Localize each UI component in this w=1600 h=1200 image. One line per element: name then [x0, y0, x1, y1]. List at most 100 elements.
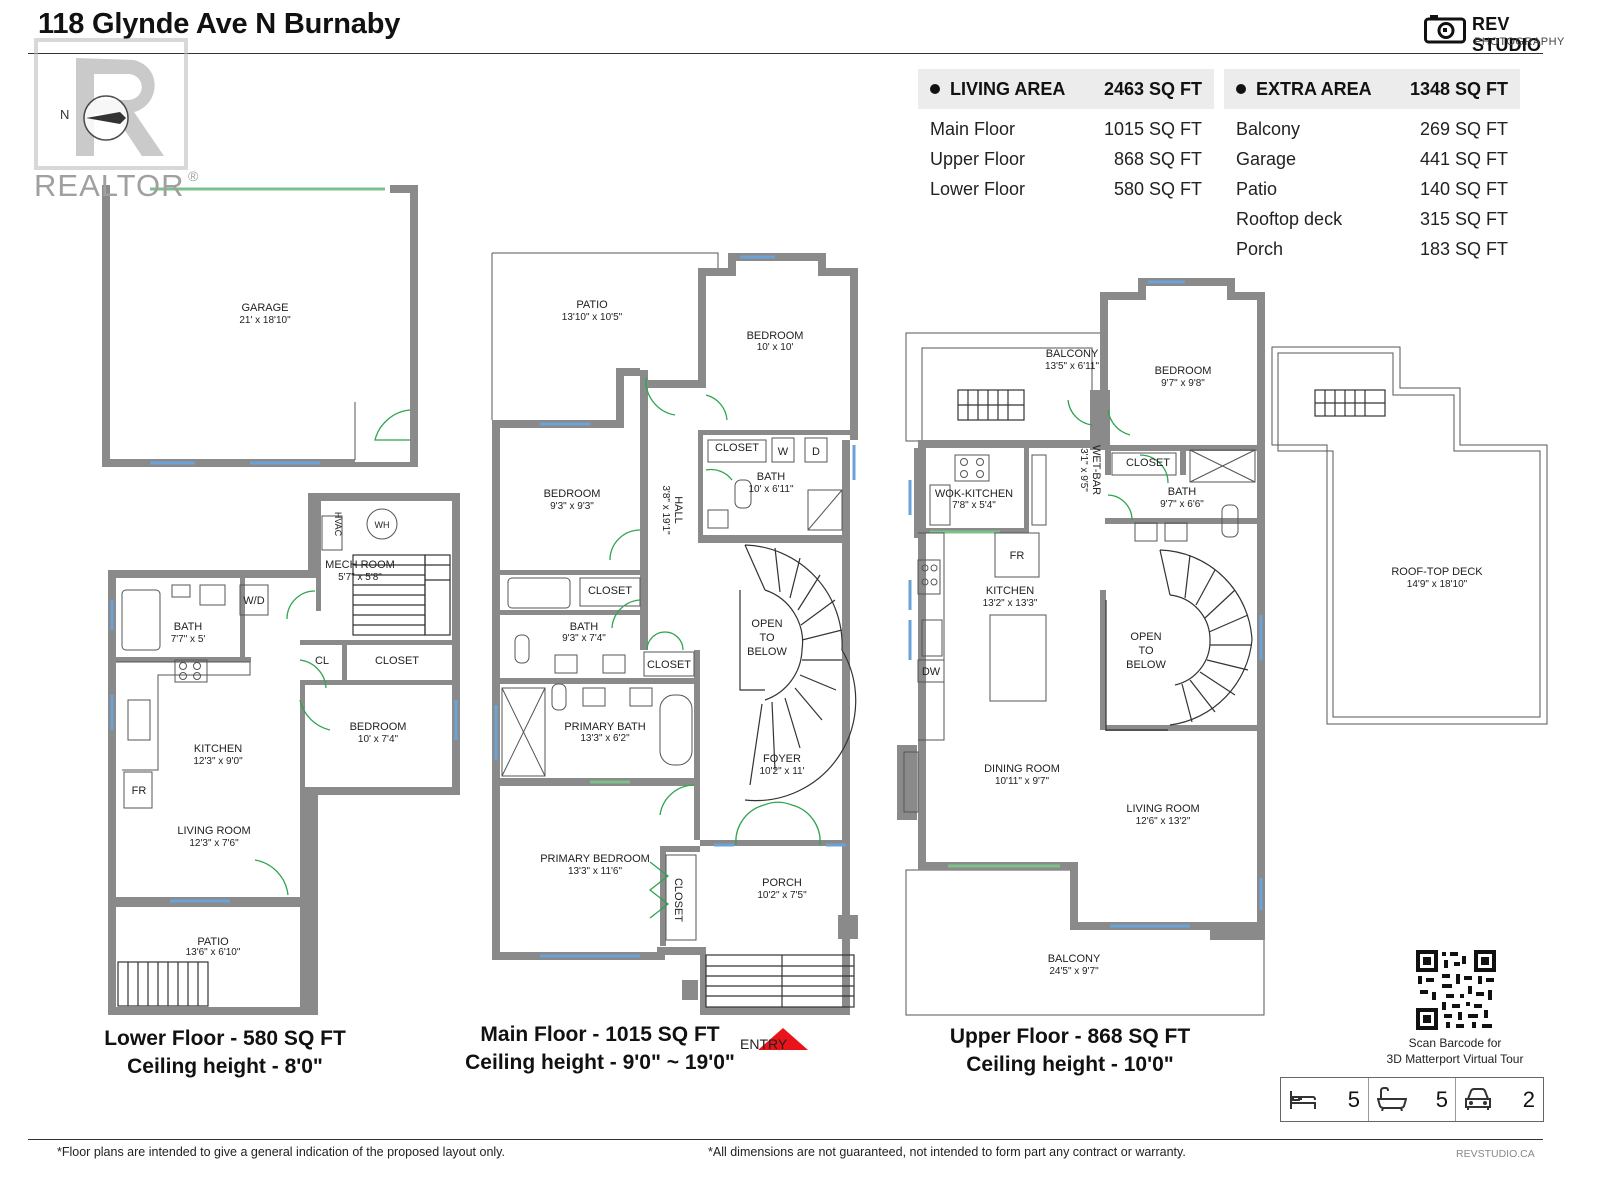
area-row-label: Porch: [1236, 239, 1284, 259]
studio-sub: PHOTOGRAPHY: [1474, 36, 1565, 48]
area-row-value: 140 SQ FT: [1419, 179, 1508, 199]
room-dims: 3'1" x 9'5": [1078, 448, 1089, 492]
room-dims: 10' x 6'11": [749, 484, 794, 495]
caption-line: Ceiling height - 9'0" ~ 19'0": [465, 1051, 735, 1074]
area-row: Rooftop deck 315 SQ FT: [1224, 203, 1520, 233]
area-row-value: 1015 SQ FT: [1103, 119, 1202, 139]
bathrooms-count: 5: [1435, 1087, 1448, 1112]
closet-label: CLOSET: [647, 659, 691, 671]
registered-icon: ®: [188, 168, 199, 184]
bathrooms-stat: 5: [1368, 1078, 1456, 1121]
footer-url[interactable]: REVSTUDIO.CA: [1456, 1148, 1535, 1160]
equipment-label: HVAC: [333, 512, 343, 537]
equipment-label: W/D: [243, 595, 264, 607]
room-dims: 13'10" x 10'5": [562, 312, 623, 323]
bed-icon: [1290, 1091, 1316, 1109]
room-name: LIVING ROOM: [1126, 803, 1199, 815]
extra-area-total: 1348 SQ FT: [1409, 79, 1508, 99]
room-name: PORCH: [762, 877, 802, 889]
room-name: GARAGE: [241, 302, 288, 314]
bullet-icon: [1236, 84, 1246, 94]
room-dims: 24'5" x 9'7": [1049, 966, 1099, 977]
area-row-label: Main Floor: [930, 119, 1016, 139]
stair-label: BELOW: [747, 646, 787, 658]
room-name: KITCHEN: [194, 743, 242, 755]
studio-logo: REV STUDIO PHOTOGRAPHY: [1424, 8, 1574, 55]
room-dims: 9'7" x 6'6": [1160, 499, 1204, 510]
room-dims: 7'7" x 5': [171, 634, 206, 645]
upper-floor-caption: Upper Floor - 868 SQ FT Ceiling height -…: [915, 1023, 1225, 1079]
room-name: BEDROOM: [747, 330, 804, 342]
caption-line: Lower Floor - 580 SQ FT: [104, 1027, 346, 1050]
area-row-label: Rooftop deck: [1236, 209, 1343, 229]
entry-label: ENTRY: [740, 1036, 788, 1052]
area-row: Patio 140 SQ FT: [1224, 173, 1520, 203]
stair-label: TO: [759, 632, 775, 644]
caption-line: Ceiling height - 8'0": [127, 1055, 323, 1078]
equipment-label: WH: [375, 520, 390, 530]
realtor-logo-icon: [34, 38, 188, 170]
entry-arrow-icon: [758, 1028, 808, 1050]
header-divider: [28, 53, 1543, 54]
area-row: Porch 183 SQ FT: [1224, 233, 1520, 263]
compass-letter: N: [60, 107, 70, 122]
room-name: LIVING ROOM: [177, 825, 250, 837]
main-floor-caption: Main Floor - 1015 SQ FT Ceiling height -…: [440, 1021, 760, 1077]
area-row-label: Patio: [1236, 179, 1278, 199]
room-name: BATH: [1168, 486, 1197, 498]
room-dims: 13'6" x 6'10": [186, 947, 241, 958]
area-row: Balcony 269 SQ FT: [1224, 113, 1520, 143]
parking-count: 2: [1522, 1087, 1535, 1112]
stair-label: BELOW: [1126, 659, 1166, 671]
area-row: Main Floor 1015 SQ FT: [918, 113, 1214, 143]
caption-line: Ceiling height - 10'0": [966, 1053, 1174, 1076]
roof-deck-plan: ROOF-TOP DECK 14'9" x 18'10": [1271, 346, 1548, 725]
room-name: DINING ROOM: [984, 763, 1060, 775]
qr-caption: Scan Barcode for 3D Matterport Virtual T…: [1370, 1035, 1540, 1067]
bedrooms-count: 5: [1347, 1087, 1360, 1112]
upper-floor-plan: BALCONY 13'5" x 6'11" BEDROOM 9'7" x 9'8…: [897, 278, 1265, 1016]
caption-line: Upper Floor - 868 SQ FT: [949, 1025, 1191, 1048]
area-row-label: Balcony: [1236, 119, 1301, 139]
room-dims: 5'7" x 5'8": [338, 572, 382, 583]
car-icon: [1465, 1088, 1491, 1110]
room-dims: 10'2" x 7'5": [757, 890, 807, 901]
room-dims: 21' x 18'10": [239, 315, 291, 326]
room-name: BALCONY: [1048, 953, 1101, 965]
main-floor-plan: PATIO 13'10" x 10'5" BEDROOM 10' x 10' C…: [491, 252, 858, 1050]
garage-plan: GARAGE 21' x 18'10": [102, 185, 418, 467]
room-name: PATIO: [197, 936, 229, 948]
equipment-label: DW: [922, 666, 941, 678]
equipment-label: FR: [132, 785, 147, 797]
realtor-watermark: N REALTOR ®: [34, 38, 204, 208]
room-name: WET-BAR: [1090, 445, 1102, 495]
realtor-wordmark: REALTOR: [34, 168, 185, 203]
room-name: BEDROOM: [544, 488, 601, 500]
caption-line: Main Floor - 1015 SQ FT: [480, 1023, 720, 1046]
room-dims: 13'5" x 6'11": [1045, 361, 1100, 372]
room-dims: 12'3" x 7'6": [189, 838, 239, 849]
area-row-label: Upper Floor: [930, 149, 1026, 169]
room-name: FOYER: [763, 753, 801, 765]
area-row-value: 269 SQ FT: [1419, 119, 1508, 139]
parking-stat: 2: [1455, 1078, 1543, 1121]
area-row-value: 441 SQ FT: [1419, 149, 1508, 169]
room-dims: 12'3" x 9'0": [193, 756, 243, 767]
living-area-total: 2463 SQ FT: [1103, 79, 1202, 99]
area-row-value: 315 SQ FT: [1419, 209, 1508, 229]
lower-floor-plan: HVAC WH MECH ROOM 5'7" x 5'8" W/D BATH 7…: [108, 493, 460, 1015]
camera-icon: [1424, 15, 1466, 44]
room-dims: 9'3" x 9'3": [550, 501, 594, 512]
area-row-value: 183 SQ FT: [1419, 239, 1508, 259]
room-name: BATH: [757, 471, 786, 483]
room-name: BEDROOM: [1155, 365, 1212, 377]
qr-code-icon[interactable]: [1416, 950, 1496, 1030]
closet-label: CLOSET: [672, 878, 684, 922]
room-name: PATIO: [576, 299, 608, 311]
footer-disclaimer-dimensions: *All dimensions are not guaranteed, not …: [708, 1145, 1186, 1159]
room-dims: 13'3" x 11'6": [568, 866, 623, 877]
